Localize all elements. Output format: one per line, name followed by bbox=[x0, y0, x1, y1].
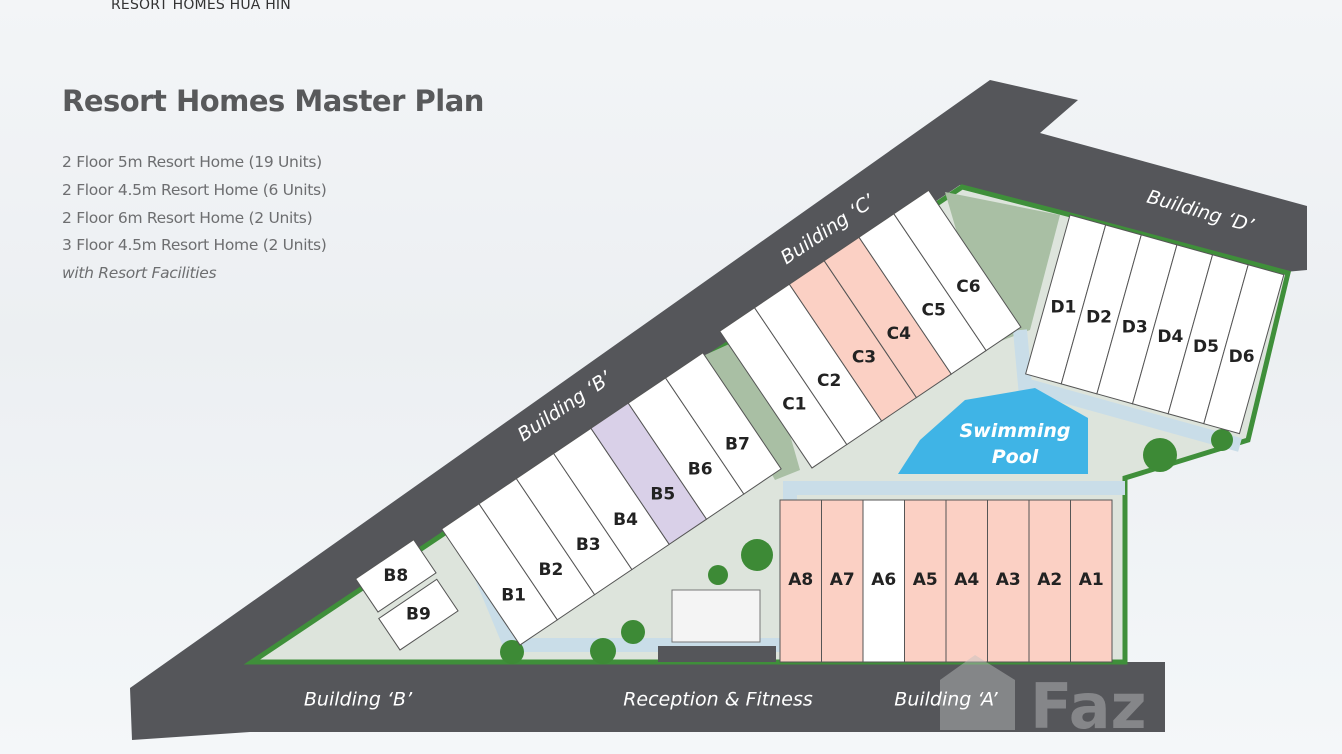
unit-plot[interactable] bbox=[893, 189, 1022, 352]
unit-plot[interactable] bbox=[904, 499, 947, 663]
unit-d4[interactable]: D4 bbox=[1131, 244, 1214, 415]
road-label-reception: Reception & Fitness bbox=[623, 689, 813, 711]
unit-a2[interactable]: A2 bbox=[1028, 499, 1071, 663]
pool-label: Swimming bbox=[960, 420, 1071, 442]
unit-label: B1 bbox=[501, 585, 526, 605]
unit-label: A6 bbox=[871, 570, 896, 590]
unit-label: A1 bbox=[1079, 570, 1104, 590]
unit-label: C4 bbox=[887, 324, 911, 344]
unit-label: A3 bbox=[996, 570, 1021, 590]
unit-label: D2 bbox=[1086, 307, 1112, 327]
reception-building bbox=[671, 589, 761, 643]
unit-label: C1 bbox=[782, 394, 806, 414]
tree-icon bbox=[621, 620, 645, 644]
road-label-building-b-bottom: Building ‘B’ bbox=[304, 689, 413, 711]
unit-a1[interactable]: A1 bbox=[1070, 499, 1113, 663]
lawn bbox=[705, 330, 800, 480]
unit-label: B9 bbox=[406, 605, 431, 625]
spec-item: 2 Floor 5m Resort Home (19 Units) bbox=[62, 153, 322, 171]
brand-name: RESORT HOMES HUA HIN bbox=[111, 0, 291, 13]
unit-plot[interactable] bbox=[354, 539, 437, 613]
unit-plot[interactable] bbox=[1203, 264, 1285, 435]
unit-label: C5 bbox=[921, 300, 945, 320]
unit-plot[interactable] bbox=[378, 578, 459, 651]
tree-icon bbox=[708, 565, 728, 585]
tree-icon bbox=[741, 539, 773, 571]
unit-c1[interactable]: C1 bbox=[719, 307, 848, 469]
tree-icon bbox=[1211, 429, 1233, 451]
unit-b1[interactable]: B1 bbox=[441, 503, 559, 646]
unit-a5[interactable]: A5 bbox=[904, 499, 947, 663]
unit-plot[interactable] bbox=[664, 352, 782, 495]
unit-label: B5 bbox=[650, 485, 675, 505]
svg-text:Faz: Faz bbox=[1030, 670, 1147, 743]
spec-item: 3 Floor 4.5m Resort Home (2 Units) bbox=[62, 236, 327, 255]
unit-a4[interactable]: A4 bbox=[945, 499, 988, 663]
unit-b7[interactable]: B7 bbox=[664, 352, 782, 495]
unit-label: A8 bbox=[788, 570, 813, 590]
unit-specs-list: 2 Floor 5m Resort Home (19 Units) 2 Floo… bbox=[62, 149, 327, 288]
unit-label: D3 bbox=[1122, 317, 1148, 337]
unit-a7[interactable]: A7 bbox=[821, 499, 864, 663]
road-label-building-a: Building ‘A’ bbox=[894, 689, 998, 711]
unit-b6[interactable]: B6 bbox=[627, 377, 745, 520]
unit-label: D4 bbox=[1157, 327, 1183, 347]
road bbox=[130, 80, 1307, 740]
unit-plot[interactable] bbox=[1070, 499, 1113, 663]
unit-label: D1 bbox=[1050, 297, 1076, 317]
trees bbox=[500, 429, 1233, 664]
unit-label: C3 bbox=[852, 347, 876, 367]
unit-c6[interactable]: C6 bbox=[893, 189, 1022, 352]
unit-label: B4 bbox=[613, 510, 638, 530]
unit-b9[interactable]: B9 bbox=[378, 578, 459, 651]
unit-label: B2 bbox=[539, 560, 564, 580]
unit-a6[interactable]: A6 bbox=[862, 499, 905, 663]
unit-label: C6 bbox=[956, 277, 980, 297]
unit-a8[interactable]: A8 bbox=[779, 499, 822, 663]
unit-label: D6 bbox=[1229, 347, 1255, 367]
spec-note: with Resort Facilities bbox=[62, 264, 217, 283]
spec-item: 2 Floor 6m Resort Home (2 Units) bbox=[62, 208, 313, 227]
unit-label: A4 bbox=[954, 570, 979, 590]
unit-a3[interactable]: A3 bbox=[987, 499, 1030, 663]
tree-icon bbox=[500, 640, 524, 664]
tree-icon bbox=[590, 638, 616, 664]
unit-plot[interactable] bbox=[945, 499, 988, 663]
walkway bbox=[1013, 329, 1242, 452]
swimming-pool bbox=[898, 388, 1088, 474]
unit-label: A5 bbox=[913, 570, 938, 590]
reception-wall bbox=[658, 646, 776, 662]
lawn bbox=[945, 192, 1060, 345]
unit-plot[interactable] bbox=[987, 499, 1030, 663]
unit-label: C2 bbox=[817, 371, 841, 391]
unit-plot[interactable] bbox=[821, 499, 864, 663]
unit-label: B6 bbox=[688, 459, 713, 479]
unit-b8[interactable]: B8 bbox=[354, 539, 437, 613]
spec-item: 2 Floor 4.5m Resort Home (6 Units) bbox=[62, 180, 327, 199]
unit-label: B3 bbox=[576, 535, 601, 555]
unit-d6[interactable]: D6 bbox=[1203, 264, 1285, 435]
pool-label: Pool bbox=[992, 446, 1039, 468]
unit-label: A2 bbox=[1037, 570, 1062, 590]
page-title: Resort Homes Master Plan bbox=[62, 84, 484, 118]
unit-label: B7 bbox=[725, 434, 750, 454]
unit-label: B8 bbox=[383, 566, 408, 586]
unit-label: A7 bbox=[830, 570, 855, 590]
unit-plot[interactable] bbox=[862, 499, 905, 663]
tree-icon bbox=[1143, 438, 1177, 472]
watermark-logo: Faz bbox=[940, 655, 1147, 743]
unit-label: D5 bbox=[1193, 337, 1219, 357]
